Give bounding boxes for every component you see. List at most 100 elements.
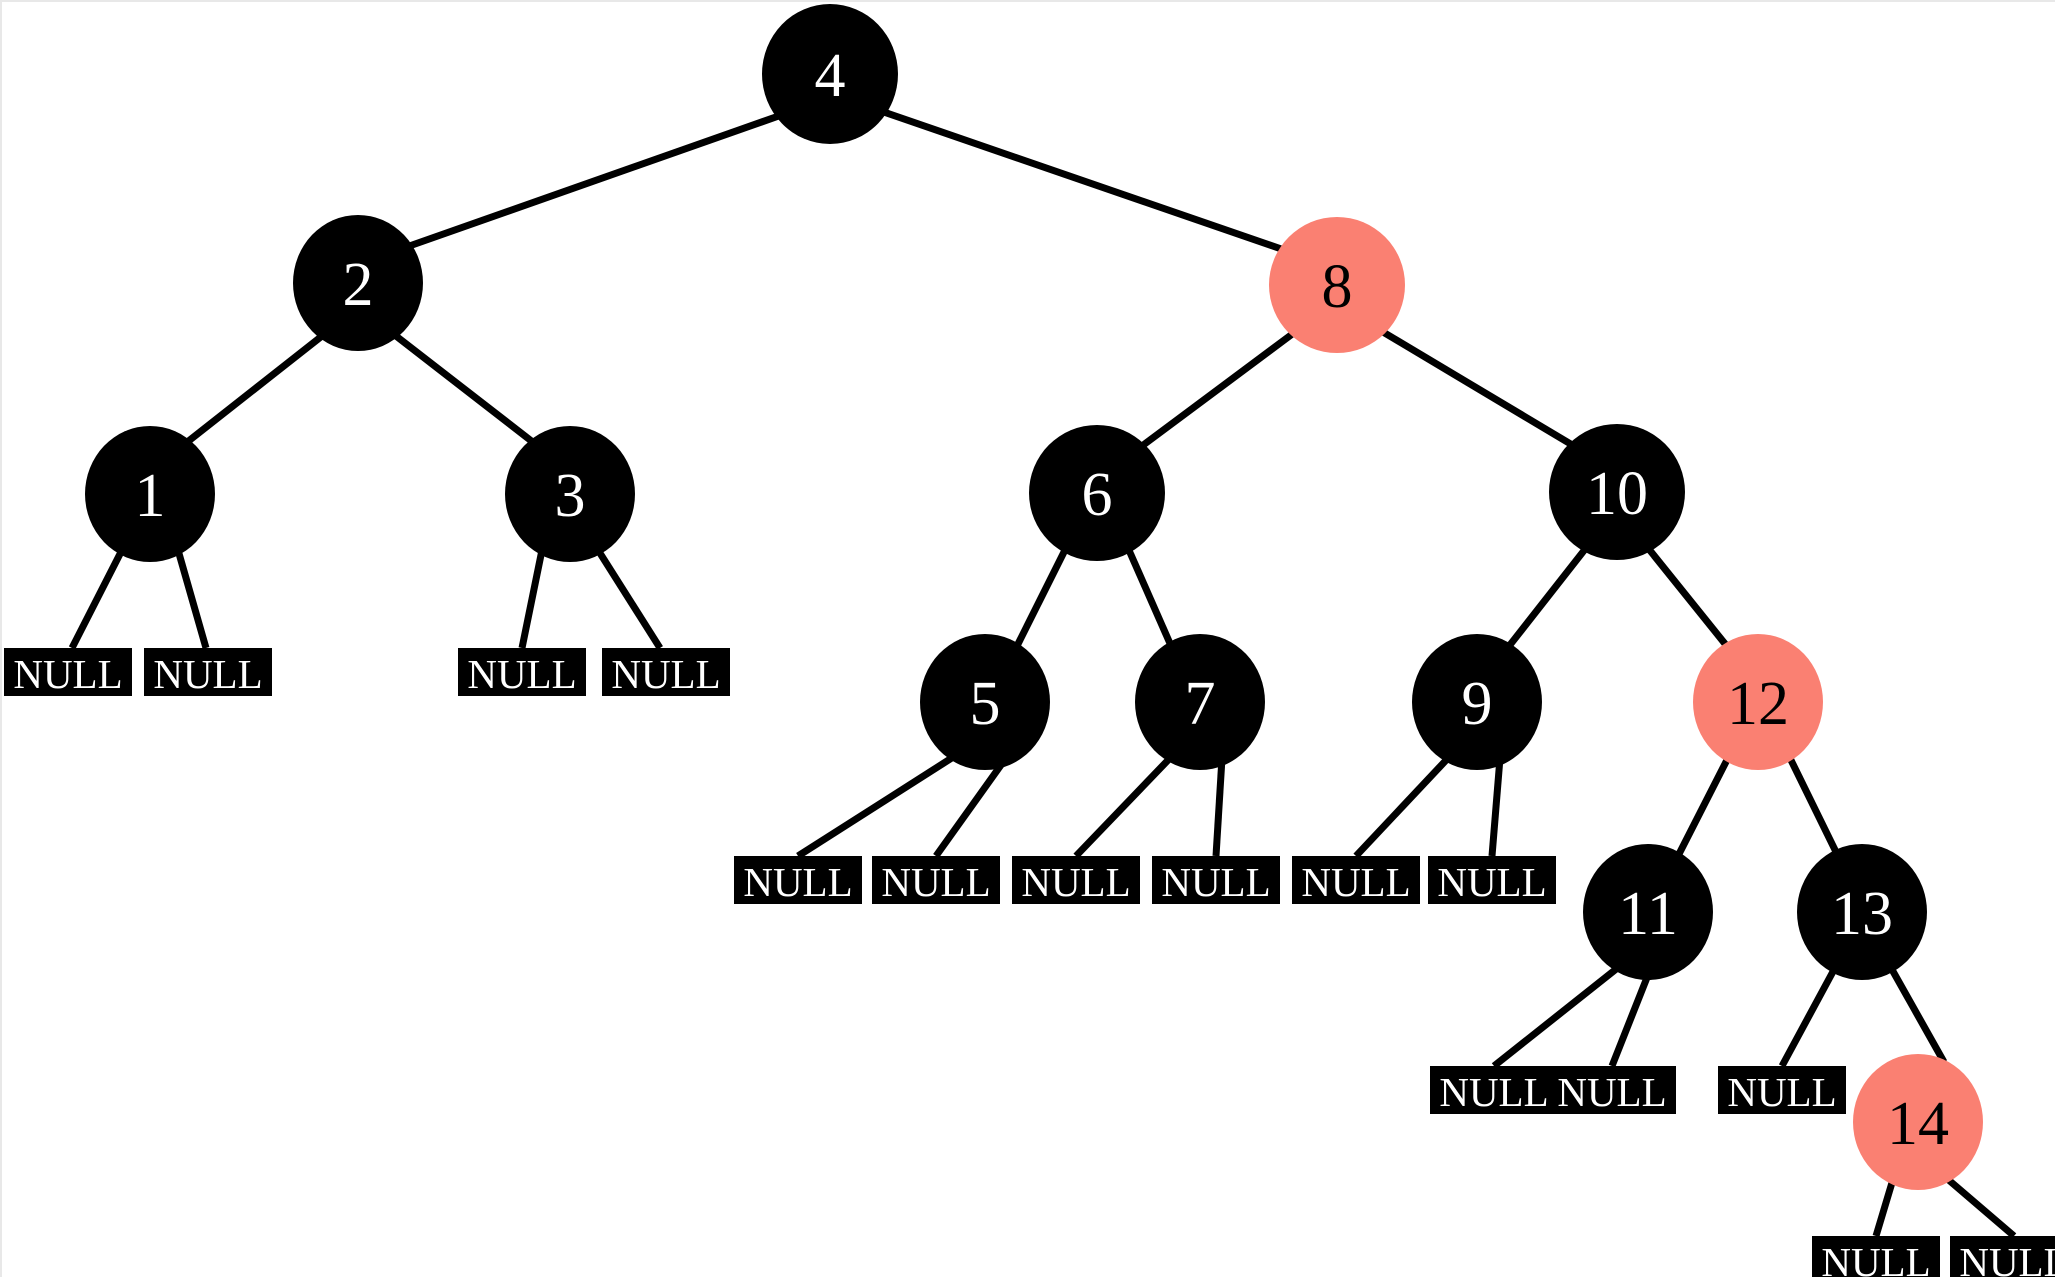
tree-edge	[183, 333, 325, 446]
tree-edge	[1012, 546, 1070, 650]
tree-node-8[interactable]: 8	[1269, 217, 1405, 353]
tree-node-12[interactable]: 12	[1693, 634, 1823, 770]
node-circle[interactable]	[1853, 1054, 1983, 1190]
node-circle[interactable]	[1135, 634, 1265, 770]
tree-edge	[1608, 968, 1654, 1068]
tree-node-11[interactable]: 11	[1583, 844, 1713, 980]
null-leaf: NULL	[1812, 1236, 1940, 1277]
null-leaf-label: NULL	[1301, 859, 1410, 905]
node-circle[interactable]	[1583, 844, 1713, 980]
tree-edge	[1872, 1174, 1898, 1238]
null-leaf-box	[1548, 1066, 1676, 1114]
null-leaf-box	[4, 648, 132, 696]
null-leaf: NULL	[872, 856, 1000, 905]
node-value-label: 13	[1831, 880, 1893, 948]
null-leaf-label: NULL	[13, 651, 122, 697]
null-leaf: NULL	[144, 648, 272, 697]
tree-node-3[interactable]: 3	[505, 426, 635, 562]
node-value-label: 14	[1887, 1090, 1949, 1158]
tree-node-13[interactable]: 13	[1797, 844, 1927, 980]
node-value-label: 3	[555, 462, 586, 530]
tree-edge	[1503, 545, 1589, 653]
null-leaf-label: NULL	[1557, 1069, 1666, 1115]
null-leaf-label: NULL	[611, 651, 720, 697]
null-leaf: NULL	[602, 648, 730, 697]
null-leaf: NULL	[734, 856, 862, 905]
null-leaf-box	[1152, 856, 1280, 904]
tree-node-9[interactable]: 9	[1412, 634, 1542, 770]
null-leaf: NULL	[4, 648, 132, 697]
null-leaf-box	[1012, 856, 1140, 904]
null-leaf-box	[1812, 1236, 1940, 1277]
null-leaf-label: NULL	[1727, 1069, 1836, 1115]
tree-edge	[595, 548, 663, 650]
null-leaf: NULL	[1548, 1066, 1676, 1115]
tree-edge	[1488, 757, 1504, 857]
tree-node-2[interactable]: 2	[293, 215, 423, 351]
tree-edge	[876, 106, 1292, 256]
tree-node-10[interactable]: 10	[1549, 424, 1685, 560]
node-value-label: 12	[1727, 670, 1789, 738]
null-leaf-label: NULL	[1959, 1239, 2055, 1277]
null-leaf-label: NULL	[1021, 859, 1130, 905]
tree-edge	[1073, 753, 1175, 859]
tree-node-5[interactable]: 5	[920, 634, 1050, 770]
tree-edge	[1353, 753, 1453, 859]
tree-node-4[interactable]: 4	[762, 4, 898, 144]
null-leaf-label: NULL	[467, 651, 576, 697]
node-value-label: 4	[815, 42, 846, 110]
node-circle[interactable]	[293, 215, 423, 351]
tree-edge	[68, 548, 126, 650]
tree-edge	[796, 751, 960, 859]
null-leaf-label: NULL	[1437, 859, 1546, 905]
tree-edge	[396, 108, 792, 254]
tree-node-6[interactable]: 6	[1029, 425, 1165, 561]
node-circle[interactable]	[1797, 844, 1927, 980]
tree-edge	[1886, 964, 1948, 1064]
tree-edge	[393, 333, 537, 446]
tree-node-1[interactable]: 1	[85, 426, 215, 562]
null-leaf: NULL	[1152, 856, 1280, 905]
edges-layer	[68, 106, 2017, 1239]
tree-edge	[1124, 546, 1176, 650]
node-circle[interactable]	[1029, 425, 1165, 561]
tree-node-14[interactable]: 14	[1853, 1054, 1983, 1190]
null-leaf-box	[144, 648, 272, 696]
node-value-label: 6	[1082, 461, 1113, 529]
tree-edge	[1139, 329, 1298, 449]
node-circle[interactable]	[1269, 217, 1405, 353]
null-leaf: NULL	[458, 648, 586, 697]
null-leaf-box	[1718, 1066, 1846, 1114]
tree-edge	[1674, 752, 1734, 858]
node-value-label: 7	[1185, 670, 1216, 738]
node-circle[interactable]	[920, 634, 1050, 770]
canvas-top-border	[0, 0, 2055, 2]
node-circle[interactable]	[505, 426, 635, 562]
null-leaf: NULL	[1718, 1066, 1846, 1115]
null-leaf-label: NULL	[743, 859, 852, 905]
node-circle[interactable]	[1412, 634, 1542, 770]
null-leaf: NULL	[1292, 856, 1420, 905]
null-leaf-box	[1430, 1066, 1558, 1114]
node-circle[interactable]	[762, 4, 898, 144]
null-leaf: NULL	[1430, 1066, 1558, 1115]
tree-edge	[1491, 963, 1623, 1069]
null-leaf-label: NULL	[881, 859, 990, 905]
null-leaf-box	[734, 856, 862, 904]
node-value-label: 11	[1618, 880, 1678, 948]
node-value-label: 9	[1462, 670, 1493, 738]
tree-edge	[1381, 328, 1576, 450]
tree-edge	[1784, 752, 1842, 858]
node-value-label: 5	[970, 670, 1001, 738]
tree-node-7[interactable]: 7	[1135, 634, 1265, 770]
node-circle[interactable]	[85, 426, 215, 562]
node-value-label: 2	[343, 251, 374, 319]
node-circle[interactable]	[1549, 424, 1685, 560]
tree-edge	[1778, 964, 1840, 1068]
node-circle[interactable]	[1693, 634, 1823, 770]
tree-edge	[174, 549, 210, 649]
null-leaf-label: NULL	[1821, 1239, 1930, 1277]
